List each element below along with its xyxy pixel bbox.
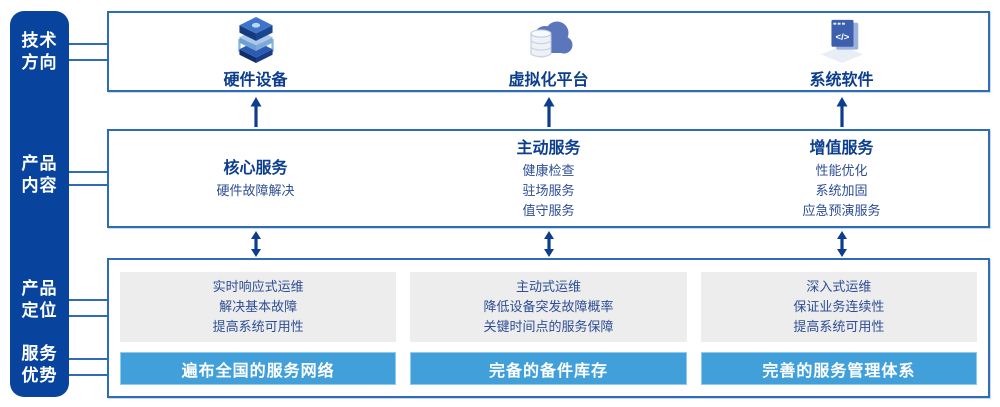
service-col-proactive: 主动服务 健康检查 驻场服务 值守服务 [402, 131, 695, 226]
connector-line [69, 171, 109, 173]
connector-line [69, 59, 109, 61]
connector-line [69, 358, 109, 360]
positioning-card: 主动式运维 降低设备突发故障概率 关键时间点的服务保障 [410, 272, 687, 342]
arrow-double-vertical-icon [251, 231, 261, 257]
arrow-up-icon [836, 97, 848, 127]
server-stack-icon [237, 17, 274, 63]
service-title: 主动服务 [516, 139, 581, 157]
service-title: 核心服务 [223, 159, 288, 177]
service-title: 增值服务 [809, 139, 874, 157]
positioning-card: 深入式运维 保证业务连续性 提高系统可用性 [700, 272, 977, 342]
tech-col-virtualization: 虚拟化平台 [402, 13, 695, 90]
positioning-line: 关键时间点的服务保障 [483, 319, 614, 334]
service-item: 系统加固 [815, 182, 868, 198]
service-item: 性能优化 [815, 162, 868, 178]
positioning-col-proactive: 主动式运维 降低设备突发故障概率 关键时间点的服务保障 完备的备件库存 [410, 272, 687, 387]
svg-text:</>: </> [835, 32, 849, 43]
tech-label-virtualization: 虚拟化平台 [508, 72, 589, 89]
connector-line [69, 315, 109, 317]
service-item: 健康检查 [522, 162, 575, 178]
tech-col-software: </> 系统软件 [695, 13, 988, 90]
service-item: 值守服务 [522, 202, 575, 218]
positioning-col-realtime: 实时响应式运维 解决基本故障 提高系统可用性 遍布全国的服务网络 [120, 272, 397, 387]
sidebar-label-tech-direction: 技术 方向 [21, 31, 58, 72]
product-content-box: 核心服务 硬件故障解决 主动服务 健康检查 驻场服务 值守服务 增值服务 性能优… [107, 129, 990, 228]
connector-line [69, 299, 109, 301]
service-col-value-added: 增值服务 性能优化 系统加固 应急预演服务 [695, 131, 988, 226]
arrow-up-icon [543, 97, 555, 127]
advantage-bar: 完备的备件库存 [410, 352, 687, 385]
service-item: 硬件故障解决 [216, 182, 295, 198]
positioning-line: 实时响应式运维 [212, 279, 304, 294]
arrow-double-vertical-icon [837, 231, 847, 257]
sidebar-label-product-content: 产品 内容 [21, 154, 58, 195]
positioning-line: 解决基本故障 [219, 299, 298, 314]
sidebar-label-service-advantage: 服务 优势 [21, 344, 58, 385]
arrow-double-vertical-icon [544, 231, 554, 257]
tech-direction-box: 硬件设备 虚拟化平台 [107, 11, 990, 92]
connector-line [69, 374, 109, 376]
connector-line [69, 43, 109, 45]
arrow-up-icon [250, 97, 262, 127]
service-item: 驻场服务 [522, 182, 575, 198]
positioning-line: 降低设备突发故障概率 [483, 299, 614, 314]
positioning-line: 主动式运维 [515, 279, 581, 294]
positioning-line: 深入式运维 [806, 279, 872, 294]
advantage-bar: 遍布全国的服务网络 [120, 352, 397, 385]
service-item: 应急预演服务 [802, 202, 881, 218]
sidebar: 技术 方向 产品 内容 产品 定位 服务 优势 [10, 11, 69, 397]
service-col-core: 核心服务 硬件故障解决 [109, 131, 402, 226]
positioning-line: 提高系统可用性 [793, 319, 885, 334]
positioning-line: 保证业务连续性 [793, 299, 885, 314]
positioning-col-indepth: 深入式运维 保证业务连续性 提高系统可用性 完善的服务管理体系 [700, 272, 977, 387]
positioning-line: 提高系统可用性 [212, 319, 304, 334]
advantage-bar: 完善的服务管理体系 [700, 352, 977, 385]
cloud-database-icon [529, 21, 572, 58]
positioning-box: 实时响应式运维 解决基本故障 提高系统可用性 遍布全国的服务网络 主动式运维 降… [107, 258, 990, 398]
tech-label-hardware: 硬件设备 [223, 72, 288, 89]
software-window-icon: </> [820, 19, 863, 63]
positioning-card: 实时响应式运维 解决基本故障 提高系统可用性 [120, 272, 397, 342]
tech-label-software: 系统软件 [809, 72, 874, 89]
connector-line [69, 184, 109, 186]
tech-col-hardware: 硬件设备 [109, 13, 402, 90]
sidebar-label-product-positioning: 产品 定位 [21, 279, 58, 320]
